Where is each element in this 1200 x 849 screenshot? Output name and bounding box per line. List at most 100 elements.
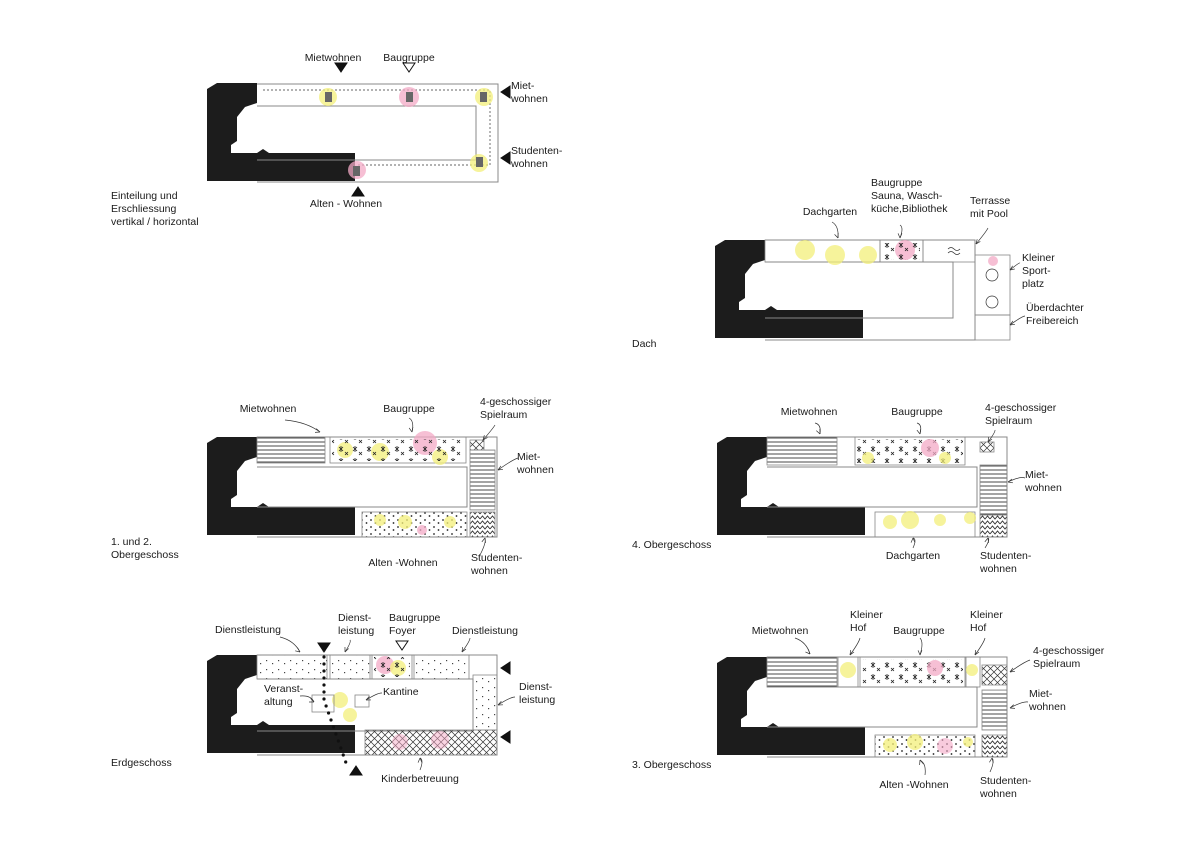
yellow-wash	[398, 515, 412, 529]
dachgarten-zone	[874, 511, 976, 538]
circulation-dot	[322, 697, 326, 701]
arrow-head	[1009, 667, 1015, 673]
kantine-room	[354, 694, 370, 708]
leader-arrow	[1007, 477, 1026, 483]
caption-dach: Dach	[632, 338, 657, 350]
arrow-head	[974, 649, 980, 656]
leader-arrow	[365, 692, 383, 701]
label-kleiner-hof-right: Kleiner Hof	[970, 609, 1003, 634]
existing-building	[207, 437, 355, 535]
leader-arrow	[1009, 262, 1021, 271]
label-sportplatz: Kleiner Sport- platz	[1022, 252, 1055, 290]
baugruppe-zone	[329, 436, 467, 464]
yellow-wash	[964, 512, 976, 524]
entrance-marker	[500, 730, 511, 744]
label-mietwohnen-top: Mietwohnen	[304, 52, 362, 64]
yellow-wash	[840, 662, 856, 678]
leader-arrow	[1009, 315, 1026, 326]
arrow-head	[919, 759, 924, 766]
leader-arrow	[849, 637, 861, 656]
circulation-dot	[341, 753, 345, 757]
circulation-dot	[322, 676, 326, 680]
arrow-head	[1009, 320, 1015, 326]
mietwohnen-zone	[256, 436, 326, 464]
leader-arrow	[831, 221, 839, 239]
studentenwohnen-zone	[979, 514, 1008, 538]
stair-core	[406, 92, 413, 102]
pink-wash	[431, 731, 449, 749]
yellow-wash	[939, 452, 951, 464]
yellow-wash	[883, 738, 897, 752]
leader-arrow	[497, 696, 516, 706]
caption-og3: 3. Obergeschoss	[632, 759, 712, 771]
entrance-marker	[334, 62, 348, 73]
yellow-wash	[343, 708, 357, 722]
leader-arrow	[461, 637, 471, 653]
caption-erschliessung: Einteilung und Erschliessung vertikal / …	[111, 190, 199, 228]
label-baugruppe-foyer: Baugruppe Foyer	[389, 612, 441, 637]
leader-arrow	[814, 422, 821, 435]
label-mietwohnen-right-og3: Miet- wohnen	[1029, 688, 1066, 713]
circulation-dot	[336, 739, 340, 743]
label-alten-wohnen-og3: Alten -Wohnen	[879, 779, 949, 791]
spielraum-zone	[981, 664, 1008, 686]
label-terrasse-pool: Terrasse mit Pool	[970, 195, 1011, 220]
label-alten-wohnen-bottom: Alten - Wohnen	[309, 198, 383, 210]
dienstleistung-side-zone	[472, 674, 498, 731]
arrow-head	[1007, 478, 1013, 484]
stair-core	[480, 92, 487, 102]
label-studentenwohnen-right: Studenten- wohnen	[511, 145, 563, 170]
yellow-wash	[966, 664, 978, 676]
stair-core	[325, 92, 332, 102]
label-baugruppe-og3: Baugruppe	[893, 625, 945, 637]
arrow-head	[408, 427, 414, 433]
label-dachgarten: Dachgarten	[802, 206, 858, 218]
circulation-dot	[322, 669, 326, 673]
circulation-dot	[322, 655, 326, 659]
leader-arrow	[974, 637, 986, 656]
building-outline	[257, 83, 499, 183]
label-dienstleistung-left: Dienstleistung	[215, 624, 281, 636]
terrasse-zone	[922, 239, 976, 263]
yellow-wash	[444, 516, 456, 528]
label-mietwohnen-right: Miet- wohnen	[511, 80, 548, 105]
baugruppe-stars	[332, 439, 464, 461]
leader-arrow	[975, 227, 989, 245]
veranstaltung-room	[311, 694, 335, 713]
label-spielraum-og4: 4-geschossiger Spielraum	[985, 402, 1057, 427]
kleiner-hof-left-zone	[837, 656, 859, 688]
entrance-marker	[349, 765, 363, 776]
stair-core	[353, 166, 360, 176]
yellow-wash	[907, 734, 923, 750]
leader-arrow	[279, 636, 301, 653]
circulation-path	[263, 89, 491, 166]
entrance-marker	[402, 62, 416, 73]
circulation-dot	[322, 683, 326, 687]
building-courtyard-outline	[767, 466, 978, 508]
arrow-head	[314, 428, 321, 433]
building-courtyard-outline	[767, 686, 978, 728]
label-kantine: Kantine	[383, 686, 419, 698]
yellow-wash	[963, 737, 973, 747]
label-studentenwohnen-og12: Studenten- wohnen	[471, 552, 523, 577]
building-courtyard-outline	[765, 261, 954, 319]
arrow-head	[461, 646, 467, 653]
label-mietwohnen-right-og12: Miet- wohnen	[517, 451, 554, 476]
baugruppe-stars	[862, 659, 963, 685]
freibereich-zone	[974, 314, 1011, 341]
existing-building	[717, 657, 865, 755]
arrow-head	[917, 650, 923, 656]
leader-arrow	[497, 457, 519, 471]
mietwohnen-zone	[766, 436, 838, 466]
baugruppe-zone	[859, 656, 966, 688]
label-kinderbetreuung: Kinderbetreuung	[381, 773, 459, 785]
arrow-head	[975, 239, 981, 245]
yellow-wash	[825, 245, 845, 265]
pink-wash	[392, 734, 408, 750]
entrance-marker	[395, 640, 409, 651]
building-courtyard-outline	[257, 105, 477, 161]
circulation-dot	[324, 704, 328, 708]
foyer-stars	[374, 657, 410, 677]
dienstleistung-zone	[256, 654, 328, 680]
